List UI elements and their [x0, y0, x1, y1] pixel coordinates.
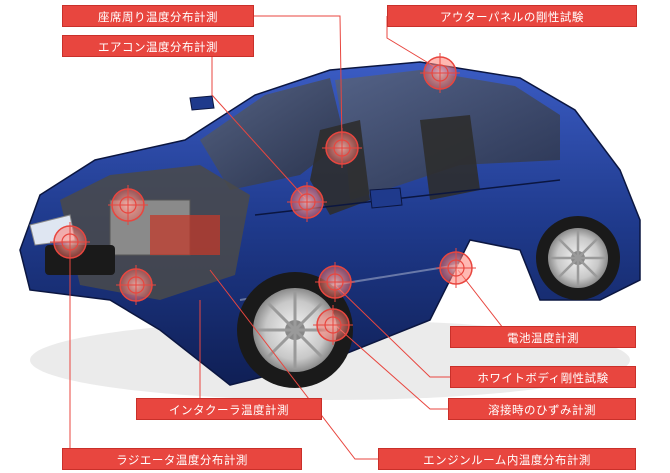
- target-outer-panel: [420, 53, 460, 93]
- leader-seat: [254, 15, 343, 146]
- label-white-body-stiffness: ホワイトボディ剛性試験: [450, 366, 636, 388]
- label-intercooler-temperature: インタクーラ温度計測: [136, 398, 322, 420]
- label-aircon-temperature: エアコン温度分布計測: [62, 35, 254, 57]
- leader-welding: [334, 324, 448, 410]
- target-battery: [436, 248, 476, 288]
- measurement-targets: [50, 53, 476, 345]
- engine-red-parts: [150, 215, 220, 255]
- label-radiator-temperature: ラジエータ温度分布計測: [62, 448, 302, 470]
- target-aircon: [287, 182, 327, 222]
- label-outer-panel-stiffness: アウターパネルの剛性試験: [387, 5, 637, 27]
- side-mirror: [369, 187, 403, 209]
- label-welding-strain: 溶接時のひずみ計測: [448, 398, 636, 420]
- windshield: [200, 78, 345, 190]
- rear-seat: [420, 115, 480, 200]
- label-seat-temperature: 座席周り温度分布計測: [62, 5, 254, 27]
- target-white-body: [315, 262, 355, 302]
- leader-engine-room: [209, 269, 378, 460]
- target-engine: [108, 185, 148, 225]
- target-seat: [322, 128, 362, 168]
- front-wheel: [237, 272, 353, 388]
- target-radiator: [50, 222, 90, 262]
- label-engine-room-temperature: エンジンルーム内温度分布計測: [378, 448, 636, 470]
- target-welding: [313, 305, 353, 345]
- label-battery-temperature: 電池温度計測: [450, 326, 636, 348]
- roof-mirror: [189, 95, 215, 111]
- target-intercooler: [116, 265, 156, 305]
- rear-wheel: [536, 216, 620, 300]
- leader-white-body: [334, 284, 450, 378]
